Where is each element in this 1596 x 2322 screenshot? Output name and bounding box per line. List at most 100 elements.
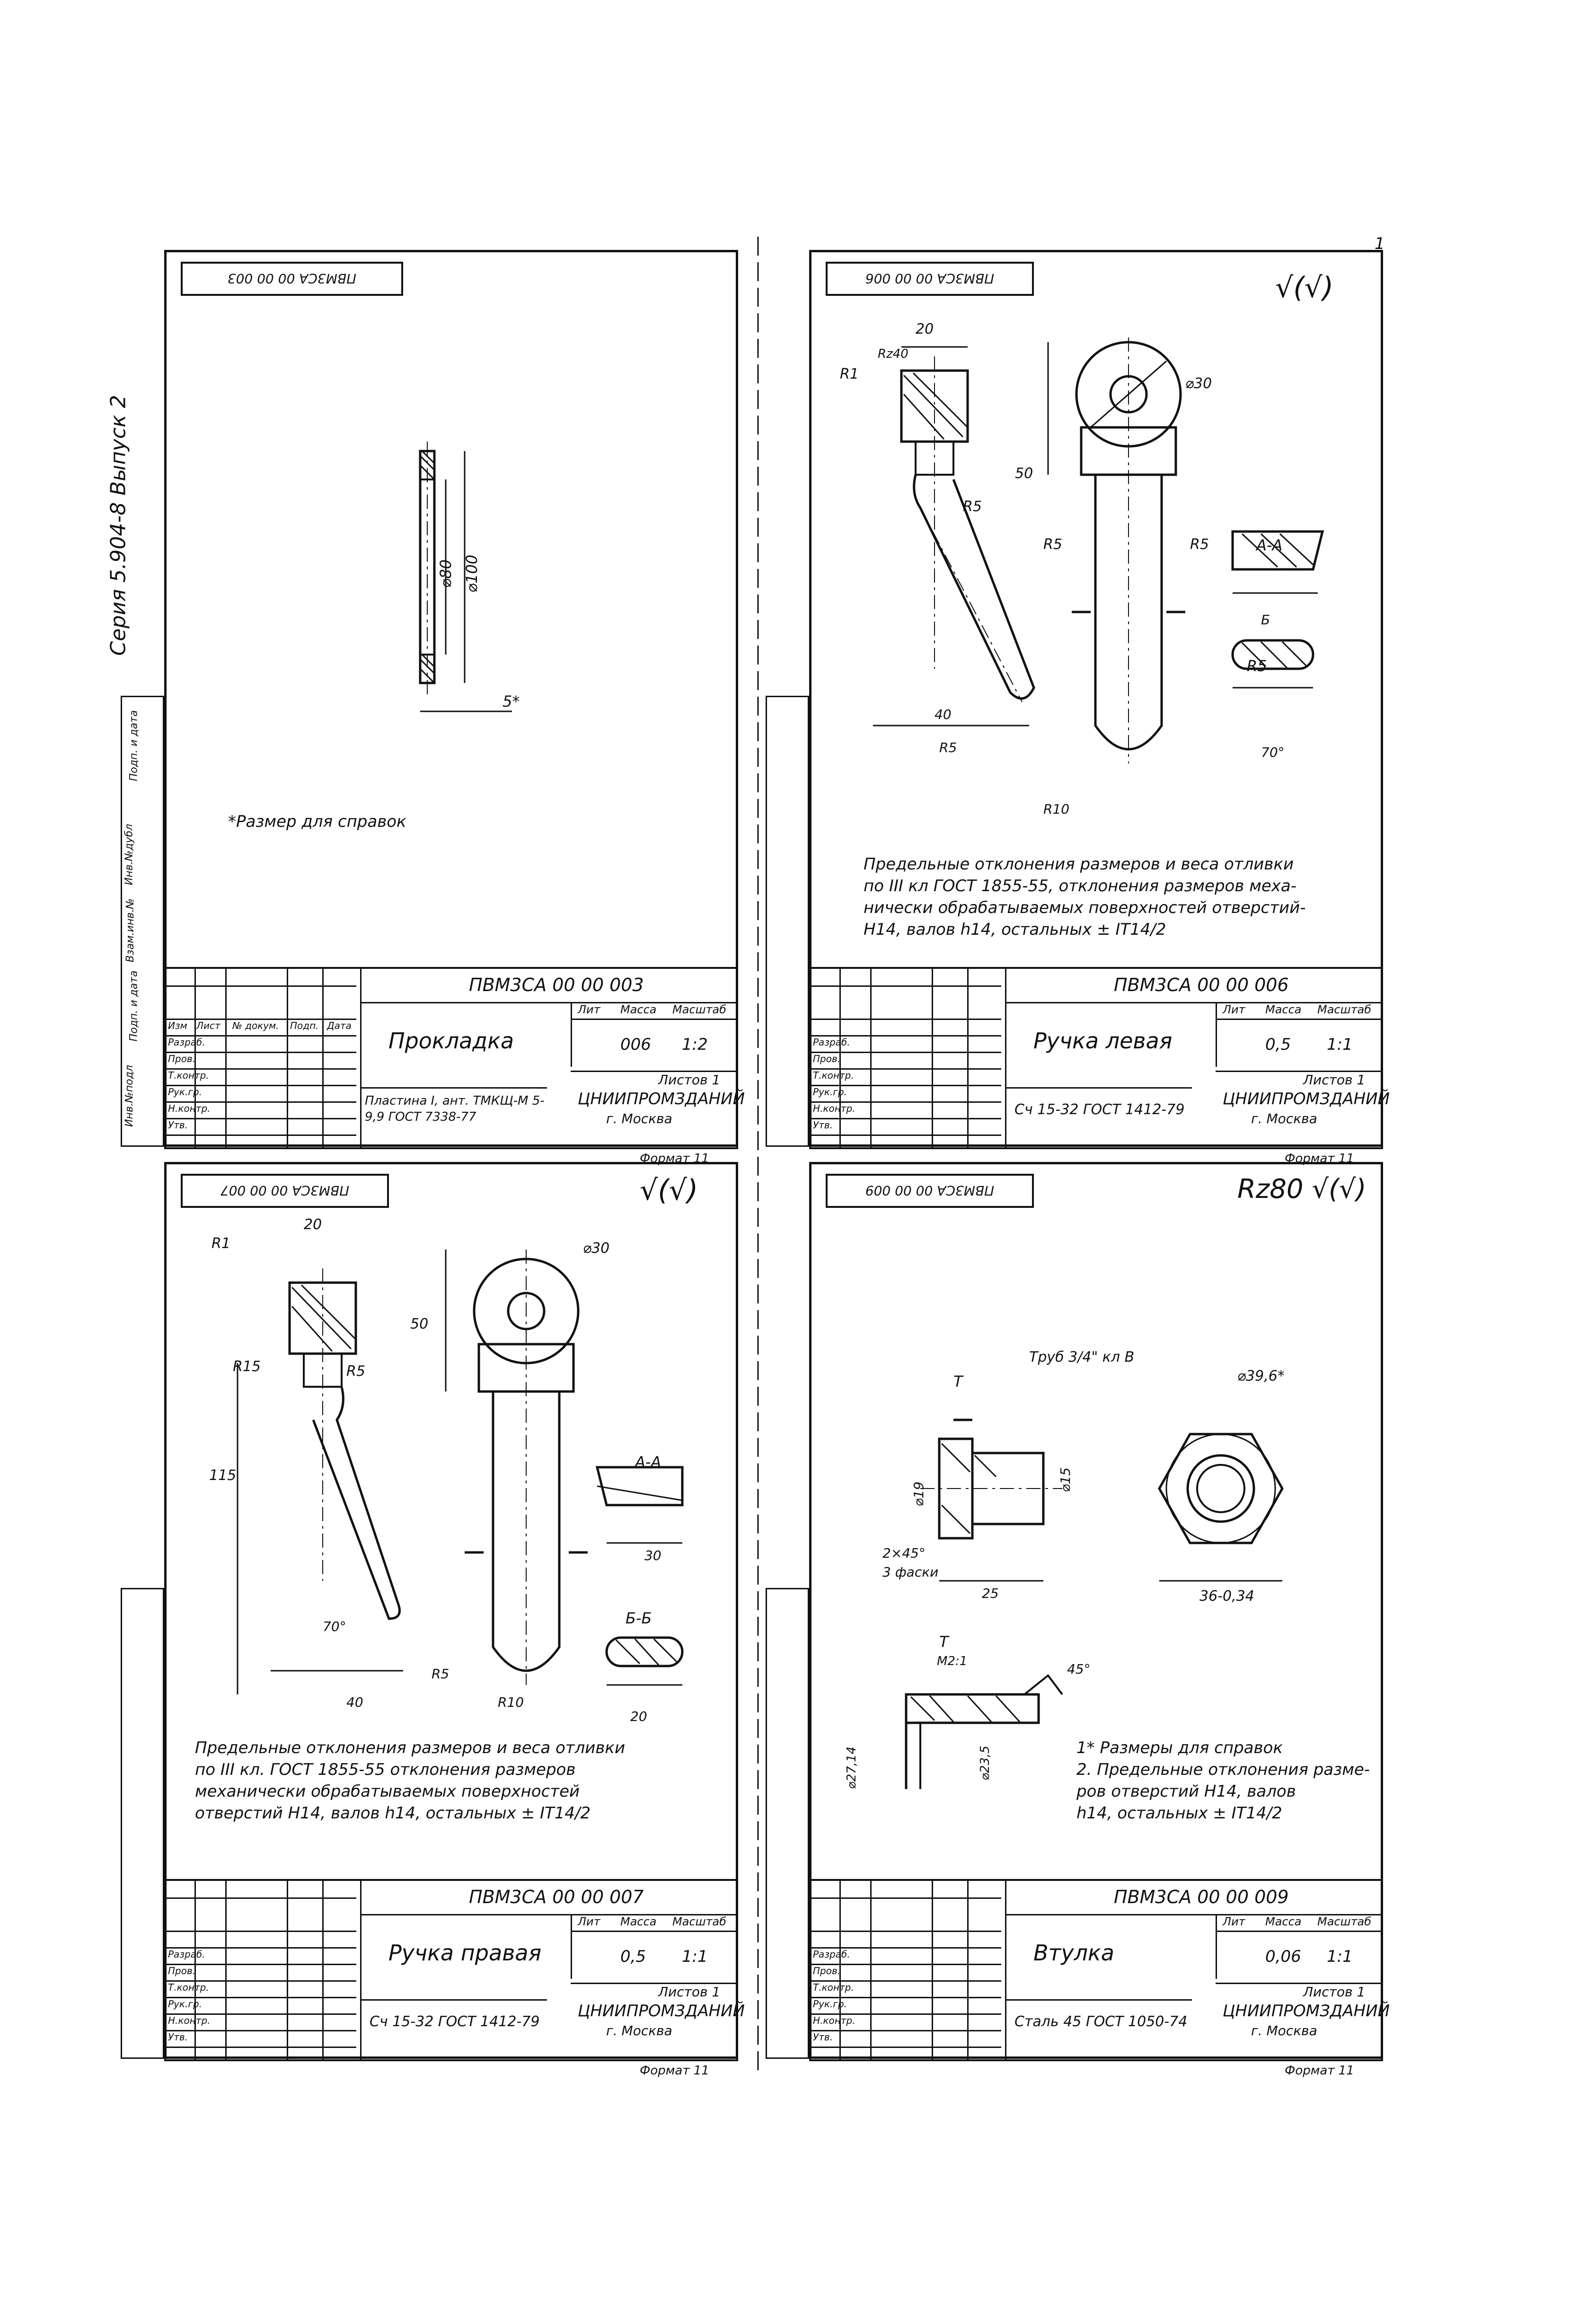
material: Сч 15-32 ГОСТ 1412-79	[370, 2013, 540, 2030]
role-label: Т.контр.	[168, 1070, 209, 1081]
dim-label: ⌀23,5	[978, 1746, 992, 1781]
material: Пластина I, ант. ТМКЩ-М 5-9,9 ГОСТ 7338-…	[365, 1094, 545, 1124]
podp-header: Подп.	[290, 1020, 319, 1031]
data-header: Дата	[327, 1020, 352, 1031]
dim-label: ⌀100	[463, 554, 481, 593]
role-label: Рук.гр.	[813, 1086, 847, 1098]
title-block: ПВМ3СА 00 00 007 Ручка правая Лит Масса …	[164, 1879, 745, 2061]
dim-label: ⌀27,14	[845, 1746, 859, 1790]
tolerance-note-line: отверстий H14, валов h14, остальных ± IT…	[195, 1804, 591, 1823]
role-label: Разраб.	[168, 1037, 205, 1048]
scale-value: 1:1	[1327, 1035, 1353, 1054]
tolerance-note-line: механически обрабатываемых поверхностей	[195, 1782, 580, 1801]
dim-label: Б	[1261, 612, 1270, 628]
role-label: Рук.гр.	[168, 1086, 202, 1098]
role-label: Пров.	[813, 1965, 841, 1976]
dim-label: 70°	[1261, 744, 1285, 760]
rotated-code-stamp: ПВМ3СА 00 00 007	[181, 1174, 389, 1208]
mass-value: 006	[620, 1035, 651, 1054]
scale-value: 1:2	[682, 1035, 708, 1054]
format-label: Формат 11	[640, 2064, 709, 2078]
drawing-code: ПВМ3СА 00 00 007	[469, 1887, 644, 1907]
drawing-code: ПВМ3СА 00 00 009	[1114, 1887, 1289, 1907]
city: г. Москва	[1251, 1111, 1317, 1126]
dim-label: 25	[982, 1586, 999, 1601]
dim-label: R1	[212, 1235, 230, 1252]
city: г. Москва	[606, 2023, 672, 2038]
side-label: Подп. и дата	[128, 710, 140, 781]
organization: ЦНИИПРОМЗДАНИЙ	[578, 1090, 745, 1108]
notes-line: ров отверстий H14, валов	[1076, 1782, 1296, 1801]
role-label: Н.контр.	[168, 1103, 211, 1114]
mass-value: 0,06	[1265, 1947, 1301, 1966]
scale-header: Масштаб	[1317, 1915, 1372, 1928]
dim-label: R1	[840, 366, 859, 382]
dim-label: R15	[233, 1358, 261, 1375]
role-label: Н.контр.	[168, 2015, 211, 2026]
city: г. Москва	[1251, 2023, 1317, 2038]
izm-header: Изм	[168, 1020, 187, 1031]
organization: ЦНИИПРОМЗДАНИЙ	[1223, 1090, 1390, 1108]
part-name: Ручка левая	[1033, 1028, 1173, 1054]
drawing-sheet-gasket: ПВМ3СА 00 00 003 ⌀80 ⌀100 5* *Размер для…	[164, 250, 745, 1166]
sheets-count: Листов 1	[658, 1984, 721, 2000]
organization: ЦНИИПРОМЗДАНИЙ	[578, 2002, 745, 2021]
notes-line: 2. Предельные отклонения разме-	[1076, 1760, 1370, 1779]
role-label: Рук.гр.	[813, 1998, 847, 2010]
part-name: Ручка правая	[388, 1940, 542, 1966]
side-approval-strip	[121, 1588, 164, 2059]
role-label: Разраб.	[168, 1949, 205, 1960]
tolerance-note-line: по III кл ГОСТ 1855-55, отклонения разме…	[864, 877, 1296, 895]
dim-label: R5	[1043, 536, 1062, 553]
mass-header: Масса	[620, 1915, 657, 1928]
dim-label: ⌀15	[1057, 1467, 1073, 1492]
section-label: A-A	[1256, 536, 1283, 554]
sheets-count: Листов 1	[1303, 1072, 1366, 1088]
tolerance-note-line: Предельные отклонения размеров и веса от…	[195, 1738, 626, 1757]
dim-label: 3 фаски	[882, 1564, 939, 1580]
scale-header: Масштаб	[672, 1003, 727, 1016]
scale-header: Масштаб	[1317, 1003, 1372, 1016]
role-label: Пров.	[168, 1965, 196, 1976]
notes-line: h14, остальных ± IT14/2	[1076, 1804, 1282, 1823]
tolerance-note-line: Предельные отклонения размеров и веса от…	[864, 855, 1294, 874]
city: г. Москва	[606, 1111, 672, 1126]
scale-value: 1:1	[1327, 1947, 1353, 1966]
dim-label: 30	[644, 1548, 661, 1563]
dim-label: R5	[939, 740, 957, 755]
ndoc-header: № докум.	[232, 1020, 279, 1031]
dim-label: R10	[1043, 801, 1070, 817]
tolerance-note-line: H14, валов h14, остальных ± IT14/2	[864, 920, 1166, 939]
roughness-mark: √(√)	[1275, 271, 1334, 304]
rotated-code-stamp: ПВМ3СА 00 00 006	[826, 262, 1034, 296]
part-name: Прокладка	[388, 1028, 514, 1054]
format-label: Формат 11	[1285, 2064, 1354, 2078]
dim-label: R5	[432, 1666, 450, 1682]
dim-label: ⌀80	[436, 559, 455, 588]
title-block: ПВМ3СА 00 00 006 Ручка левая Лит Масса М…	[809, 967, 1390, 1149]
side-label: Подп. и дата	[128, 970, 140, 1042]
drawing-code: ПВМ3СА 00 00 003	[469, 975, 644, 995]
role-label: Пров.	[813, 1053, 841, 1064]
page-number: 1	[1375, 234, 1385, 253]
title-block: ПВМ3СА 00 00 003 Прокладка Лит Масса Мас…	[164, 967, 745, 1149]
role-label: Утв.	[168, 2031, 188, 2043]
dim-label: 70°	[323, 1619, 346, 1634]
side-approval-strip	[766, 1588, 809, 2059]
role-label: Т.контр.	[813, 1070, 854, 1081]
mass-value: 0,5	[620, 1947, 646, 1966]
mass-value: 0,5	[1265, 1035, 1291, 1054]
lit-header: Лит	[578, 1003, 600, 1016]
dim-label: 36-0,34	[1199, 1588, 1254, 1604]
side-label: Взам.инв.№	[124, 898, 137, 963]
dim-label: ⌀30	[1185, 375, 1212, 392]
side-approval-strip	[766, 696, 809, 1147]
reference-size-note: *Размер для справок	[228, 812, 406, 831]
dim-label: 50	[410, 1316, 429, 1332]
role-label: Т.контр.	[813, 1982, 854, 1993]
dim-label: Rz40	[878, 347, 908, 361]
organization: ЦНИИПРОМЗДАНИЙ	[1223, 2002, 1390, 2021]
part-name: Втулка	[1033, 1940, 1114, 1966]
roughness-mark: Rz80 √(√)	[1237, 1174, 1367, 1205]
role-label: Разраб.	[813, 1949, 850, 1960]
